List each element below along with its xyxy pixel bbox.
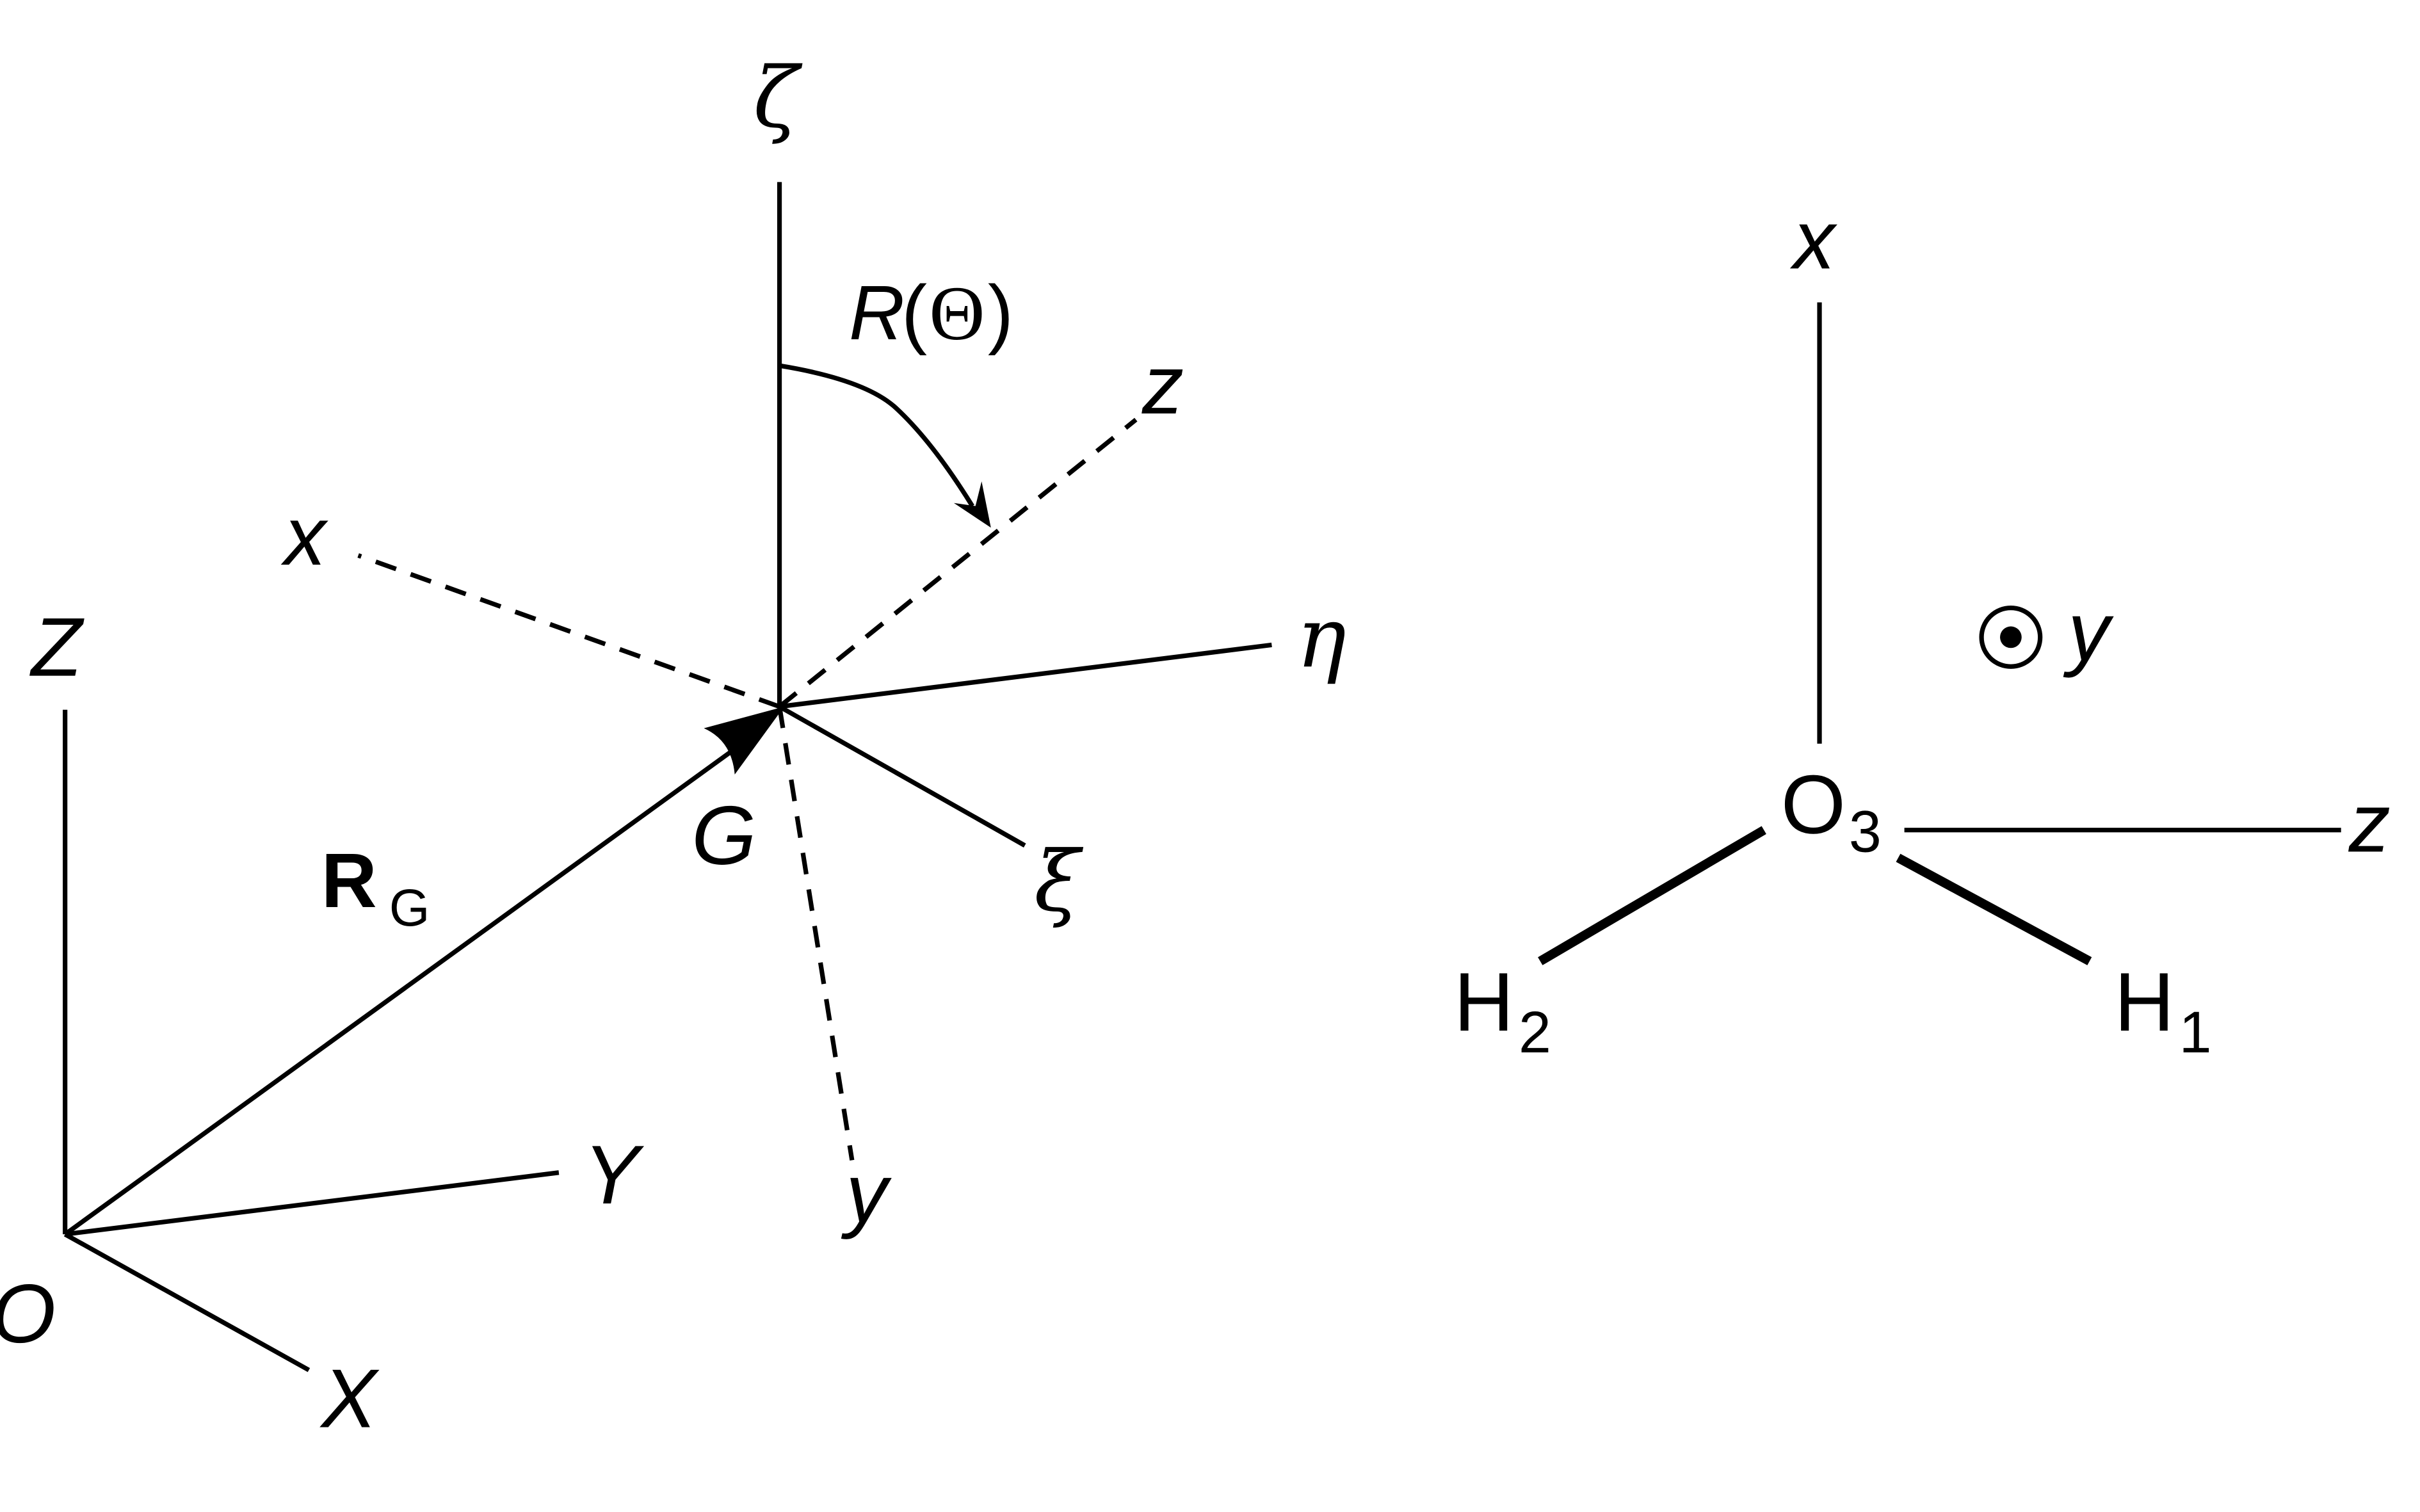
label-x: x [280,489,328,583]
water-molecule-frame: x z y O 3 H 2 H 1 [1454,193,2391,1065]
vector-arrowhead-icon [704,706,784,775]
label-rotation-open: ( [901,269,927,356]
label-Z: Z [29,600,85,694]
axis-X [63,1232,311,1372]
label-eta: η [1296,589,1346,686]
molecular-frame: z x y [280,338,1184,1240]
label-R-subscript: G [389,879,430,937]
label-z-right: z [2348,776,2391,869]
label-O: O [1781,758,1846,851]
label-R: R [321,837,377,924]
bond-O3-H1 [1896,853,2092,965]
label-H2: H [1454,955,1514,1049]
label-rotation-R: R [849,269,905,356]
label-y-right: y [2063,585,2114,679]
rotation-arc [778,363,974,508]
label-rotation-close: ) [988,269,1013,356]
axis-xi [778,704,1026,848]
label-H1: H [2114,955,2174,1049]
axis-eta [779,642,1272,709]
label-x-right: x [1789,193,1837,286]
label-origin-O: O [0,1267,56,1360]
label-rotation-theta: Θ [929,271,985,357]
label-zeta: ζ [754,49,803,147]
vector-RG-line [63,744,739,1237]
label-z: z [1141,338,1184,431]
axis-y-dashed [777,706,855,1161]
bond-O3-H2 [1538,826,1766,965]
axis-Y [65,1170,560,1237]
space-frame: Z Y X O [0,600,644,1445]
axis-z-dashed [778,417,1138,709]
vector-RG: R G [63,706,784,1237]
label-O-index: 3 [1849,799,1882,864]
label-G: G [691,789,756,882]
label-H1-index: 1 [2179,1000,2212,1065]
label-Y: Y [583,1128,644,1221]
body-frame: ζ η ξ G [691,49,1346,930]
out-of-plane-circle-icon [1979,606,2043,669]
axis-x-dashed [357,553,780,709]
rotation-arrow: R ( Θ ) [778,269,1013,528]
label-X: X [319,1351,380,1445]
label-H2-index: 2 [1519,1000,1551,1065]
label-y: y [841,1146,892,1240]
label-xi: ξ [1034,833,1083,930]
rotation-arrowhead-icon [953,481,991,528]
out-of-plane-dot-icon [2000,626,2022,648]
